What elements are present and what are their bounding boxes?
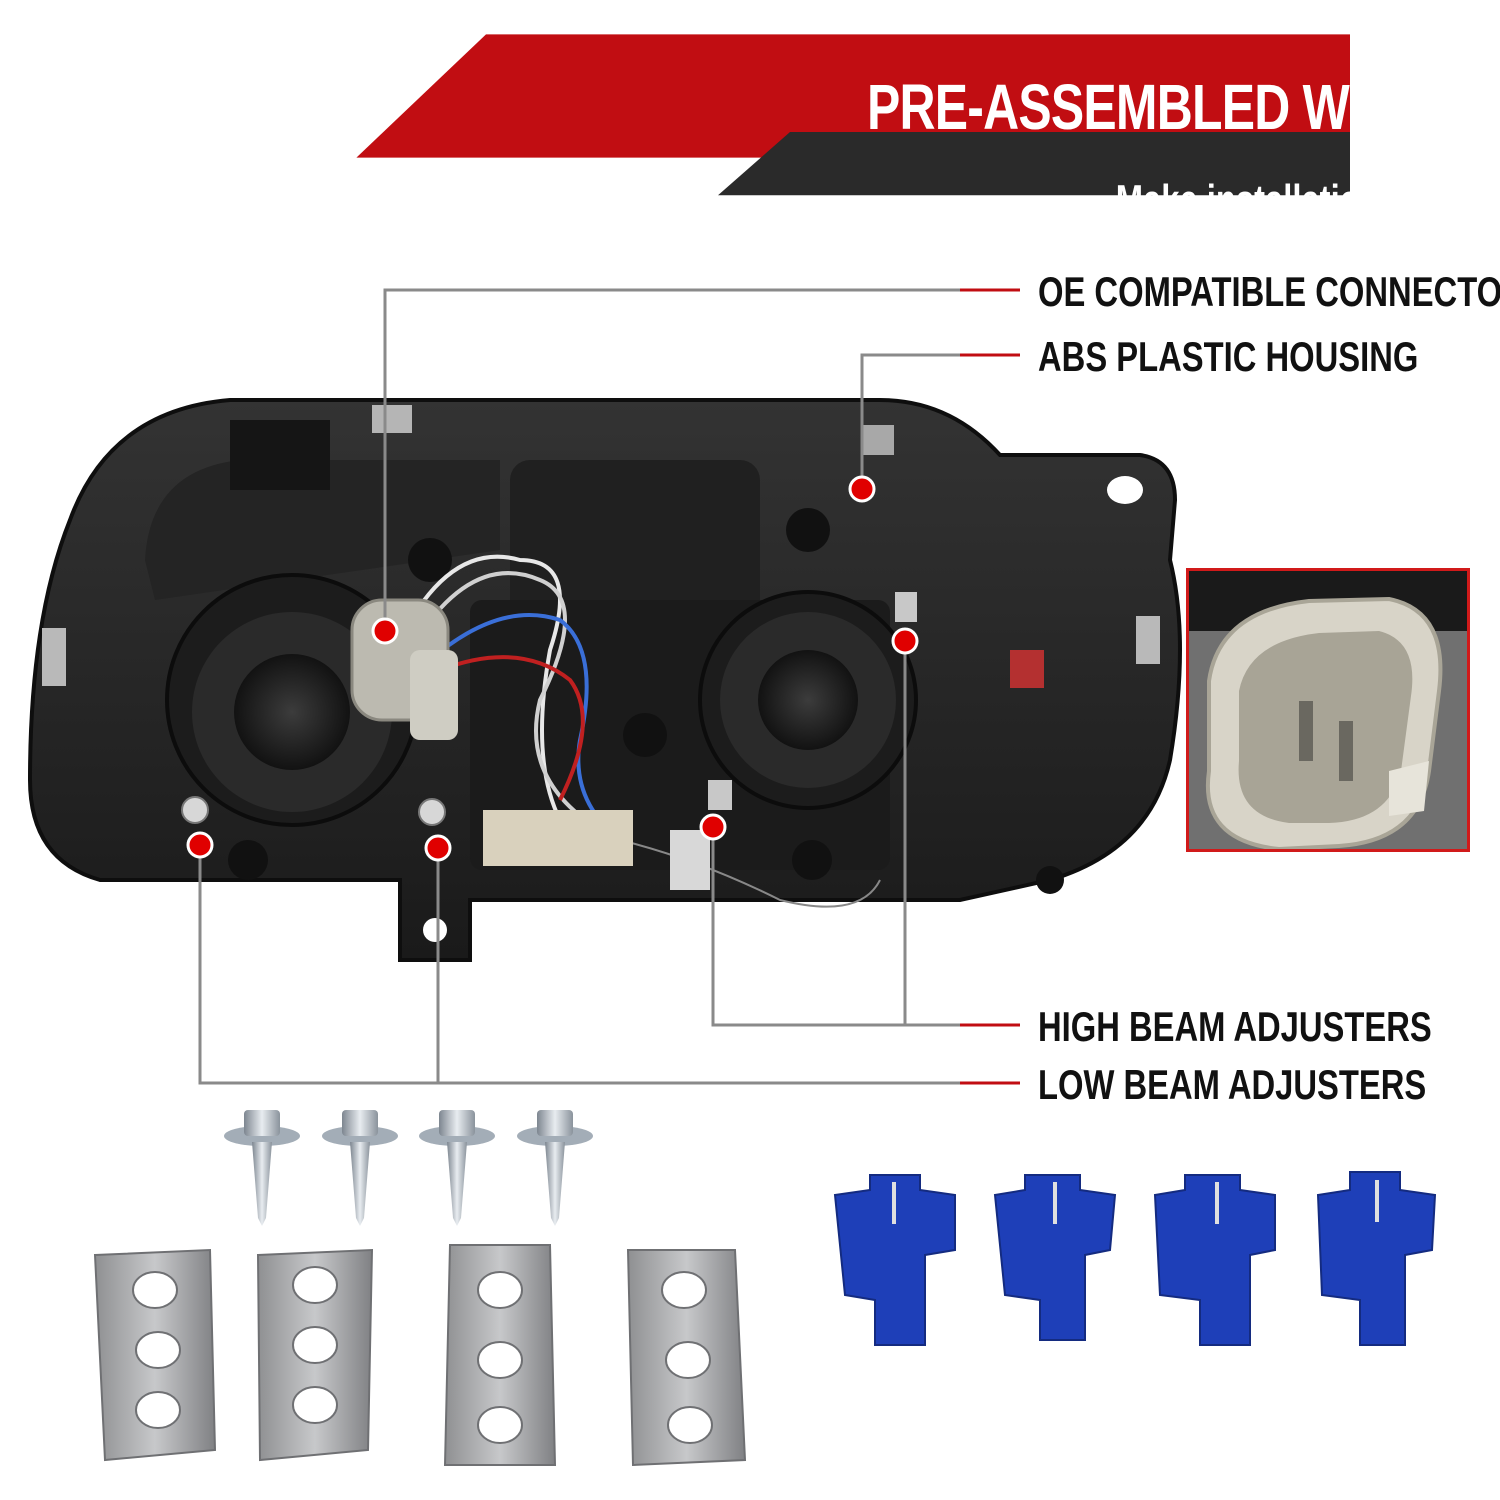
callout-dot-oe-connector: [371, 617, 399, 645]
wire-tap-1: [833, 1174, 956, 1346]
adjuster-screw-low-1: [181, 796, 209, 824]
connector-closeup-image: [1189, 571, 1467, 849]
screw-4: [517, 1110, 593, 1226]
connector-plug-body: [483, 810, 633, 866]
adjuster-screw-low-2: [418, 798, 446, 826]
callout-dot-high-beam-1: [891, 627, 919, 655]
connector-closeup-inset: [1186, 568, 1470, 852]
high-beam-projector: [698, 590, 918, 810]
page-subtitle: Make installation easier: [1116, 176, 1484, 223]
screw-3: [419, 1110, 495, 1226]
wire-tap-connectors: [833, 1171, 1437, 1346]
callout-label-abs-housing: ABS PLASTIC HOUSING: [1038, 333, 1419, 380]
mounting-screws: [224, 1110, 593, 1226]
wire-tap-4: [1316, 1171, 1437, 1346]
callout-label-high-beam: HIGH BEAM ADJUSTERS: [1038, 1003, 1432, 1050]
label-tag: [670, 830, 710, 890]
mounting-brackets: [93, 1244, 747, 1467]
adjuster-screw-high-1: [708, 780, 732, 810]
low-beam-projector: [165, 573, 419, 827]
callout-label-low-beam: LOW BEAM ADJUSTERS: [1038, 1061, 1427, 1108]
screw-2: [322, 1110, 398, 1226]
callout-dot-low-beam-1: [186, 831, 214, 859]
page-title: PRE-ASSEMBLED WIRING: [867, 71, 1485, 143]
callout-dot-low-beam-2: [424, 834, 452, 862]
bracket-4: [626, 1249, 747, 1467]
callout-dot-abs-housing: [848, 475, 876, 503]
bracket-2: [256, 1248, 374, 1462]
header-banner-red: [356, 34, 1350, 196]
callout-label-oe-connector: OE COMPATIBLE CONNECTOR: [1038, 268, 1500, 315]
wiring-harness: [398, 554, 881, 908]
bracket-1: [93, 1248, 217, 1462]
screw-1: [224, 1110, 300, 1226]
wire-tap-3: [1153, 1174, 1276, 1346]
wire-tap-2: [993, 1174, 1117, 1341]
headlight-housing: [27, 398, 1182, 962]
callout-dot-high-beam-2: [699, 813, 727, 841]
bracket-3: [443, 1244, 557, 1466]
adjuster-screw-high-2: [895, 592, 917, 622]
